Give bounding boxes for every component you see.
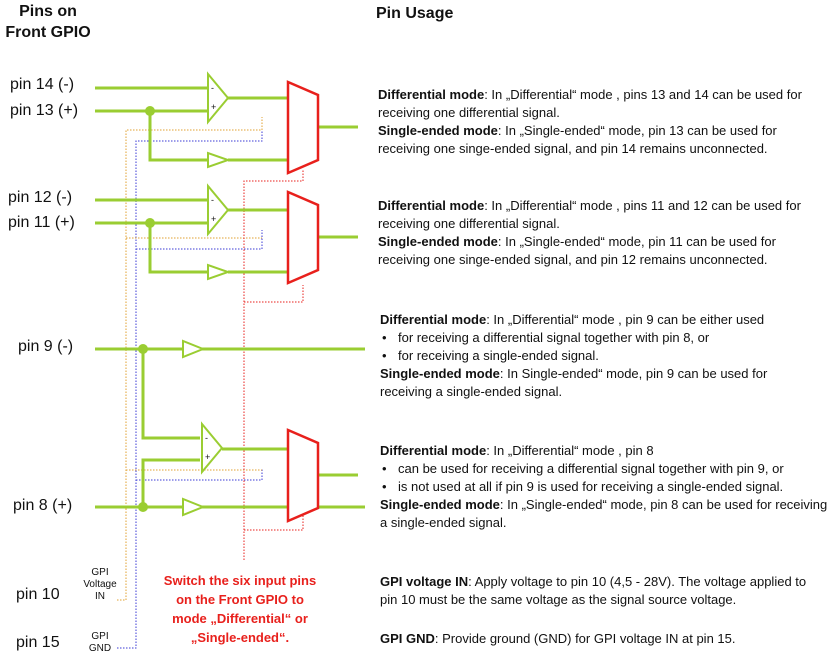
- comparator-3: [201, 421, 224, 475]
- comparator-2: [207, 183, 230, 237]
- buffer-2: [207, 263, 232, 281]
- gpi-gnd-tag: GPI GND: [88, 631, 112, 654]
- note-pin-8: Differential mode: In „Differential“ mod…: [380, 442, 835, 532]
- note-gpi-voltage-in: GPI voltage IN: Apply voltage to pin 10 …: [380, 574, 807, 607]
- comparator-1: [207, 71, 230, 125]
- red-select-line: [244, 285, 304, 303]
- minus-sign: -: [211, 195, 214, 205]
- junction-dot: [138, 344, 148, 354]
- note-pins-13-14: Differential mode: In „Differential“ mod…: [378, 87, 802, 156]
- orange-control-line: [117, 117, 263, 601]
- pin-13-label: pin 13 (+): [10, 102, 79, 119]
- junction-dots: [138, 106, 155, 512]
- switch-mode-note: Switch the six input pins on the Front G…: [163, 573, 317, 645]
- pin-10-label: pin 10: [16, 586, 60, 603]
- list-item: can be used for receiving a differential…: [382, 460, 835, 478]
- minus-sign: -: [211, 83, 214, 93]
- signal-wires: [95, 86, 365, 509]
- pin-14-label: pin 14 (-): [10, 76, 75, 93]
- junction-dot: [145, 106, 155, 116]
- mux-1: [286, 80, 320, 175]
- pin-15-label: pin 15: [16, 634, 60, 651]
- buffer-1: [207, 151, 232, 169]
- note-gpi-gnd: GPI GND: Provide ground (GND) for GPI vo…: [380, 631, 736, 646]
- control-lines: [117, 117, 304, 649]
- list-item: is not used at all if pin 9 is used for …: [382, 478, 835, 496]
- note-pins-11-12: Differential mode: In „Differential“ mod…: [378, 198, 801, 267]
- buffer-pin9: [182, 339, 206, 359]
- pin-11-label: pin 11 (+): [8, 214, 75, 231]
- comparator-signs: - + - + - +: [205, 83, 216, 462]
- blue-control-line: [117, 117, 263, 649]
- junction-dot: [138, 502, 148, 512]
- note-pin-9: Differential mode: In „Differential“ mod…: [380, 311, 820, 401]
- pin-9-label: pin 9 (-): [18, 338, 74, 355]
- buffer-pin8: [182, 497, 206, 517]
- header-pins-front: Pins on Front GPIO: [5, 3, 91, 41]
- comparators: [201, 71, 230, 475]
- header-pin-usage: Pin Usage: [376, 5, 454, 22]
- list-item: for receiving a single-ended signal.: [382, 347, 820, 365]
- junction-dot: [145, 218, 155, 228]
- plus-sign: +: [205, 452, 210, 462]
- plus-sign: +: [211, 102, 216, 112]
- pin-8-label: pin 8 (+): [13, 497, 73, 514]
- multiplexers: [286, 80, 320, 523]
- plus-sign: +: [211, 214, 216, 224]
- red-select-line: [244, 515, 304, 531]
- pin-12-label: pin 12 (-): [8, 189, 73, 206]
- mux-2: [286, 190, 320, 285]
- red-select-line: [243, 170, 304, 560]
- buffers: [182, 151, 232, 517]
- minus-sign: -: [205, 433, 208, 443]
- list-item: for receiving a differential signal toge…: [382, 329, 820, 347]
- gpi-voltage-in-tag: GPI Voltage IN: [83, 567, 117, 602]
- mux-3: [286, 428, 320, 523]
